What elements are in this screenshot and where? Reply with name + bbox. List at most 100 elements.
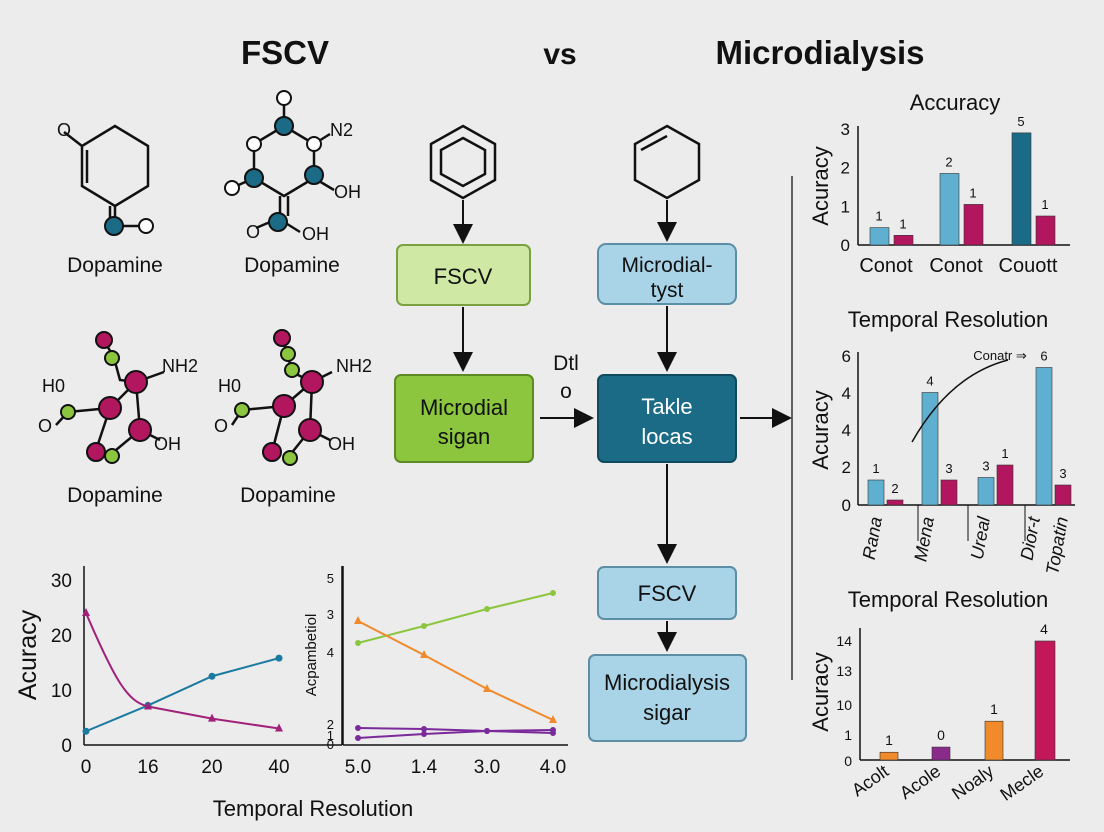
molecule-label-3: Dopamine — [67, 484, 163, 507]
molecule-label-1: Dopamine — [67, 254, 163, 277]
x-tick-label: Acole — [896, 761, 944, 803]
x-tick-label: Acolt — [848, 761, 892, 800]
box-microdial-top-line2: tyst — [651, 279, 684, 302]
bar — [996, 464, 1014, 506]
header-fscv: FSCV — [241, 34, 329, 71]
x-tick-label: 20 — [201, 757, 222, 778]
bar-label: 1 — [969, 185, 976, 200]
data-point — [484, 728, 490, 734]
atom-oh-4: OH — [328, 434, 355, 454]
y-tick-label: 1 — [841, 197, 850, 216]
bar — [886, 499, 904, 506]
molecule-4 — [230, 329, 333, 466]
bar — [1034, 640, 1056, 761]
benzene-icon-left — [429, 124, 497, 200]
annotation-curve — [911, 359, 1009, 443]
bar — [939, 173, 960, 246]
bar-label: 2 — [891, 481, 898, 496]
y-tick-label: 5 — [327, 571, 334, 586]
y-tick-label: 1 — [844, 727, 852, 743]
atom-h0-1: H0 — [42, 376, 65, 396]
y-axis-label: Acuracy — [808, 390, 833, 469]
chart-title: Temporal Resolution — [848, 587, 1049, 612]
box-microdialysis-bottom — [588, 654, 747, 742]
data-point — [275, 723, 283, 732]
y-tick-label: 0 — [841, 236, 850, 255]
data-point — [421, 623, 427, 629]
bar-label: 3 — [1059, 466, 1066, 481]
header-vs: vs — [543, 38, 576, 71]
atom-nh2-2: NH2 — [336, 356, 372, 376]
y-tick-label: 0 — [61, 736, 72, 757]
bar-label: 1 — [875, 209, 882, 224]
atom-n2: N2 — [330, 120, 353, 140]
bar — [867, 479, 885, 506]
data-point — [208, 672, 216, 680]
atom-h0-2: H0 — [218, 376, 241, 396]
y-tick-label: 4 — [842, 421, 851, 440]
bar — [893, 235, 914, 246]
data-point — [483, 684, 491, 692]
data-point — [550, 590, 556, 596]
x-tick-label: Dior-t — [1017, 514, 1044, 561]
bar — [1035, 367, 1053, 506]
x-tick-label: 3.0 — [474, 757, 500, 778]
bar — [940, 479, 958, 506]
x-tick-label: Couott — [999, 255, 1058, 277]
x-tick-label: Noaly — [948, 761, 997, 804]
y-tick-label: 3 — [327, 607, 334, 622]
y-axis-label: Acuracy — [808, 146, 833, 225]
box-center — [597, 374, 737, 463]
box-microdial-signal — [394, 374, 534, 463]
bar-label: 2 — [945, 154, 952, 169]
arrow-label-line1: Dtl — [553, 352, 579, 375]
bar-label: 1 — [1001, 446, 1008, 461]
data-point — [355, 640, 361, 646]
bar-label: 5 — [1017, 114, 1024, 129]
y-tick-label: 10 — [836, 697, 852, 713]
bar-label: 3 — [982, 459, 989, 474]
data-point — [82, 727, 90, 735]
box-fscv-top-label: FSCV — [434, 264, 493, 289]
x-tick-label: Conot — [859, 255, 913, 277]
atom-o: O — [57, 120, 71, 140]
box-microdial-signal-line1: Microdial — [420, 395, 508, 420]
bar — [879, 751, 899, 761]
y-tick-label: 14 — [836, 633, 852, 649]
y-tick-label: 1 — [327, 728, 334, 743]
y-tick-label: 30 — [51, 571, 72, 592]
y-tick-label: 0 — [844, 753, 852, 769]
data-point — [421, 731, 427, 737]
x-tick-label: 16 — [137, 757, 158, 778]
box-center-line2: locas — [641, 424, 692, 449]
x-axis-label: Temporal Resolution — [213, 796, 414, 821]
bar-label: 6 — [1040, 349, 1047, 364]
bar — [1011, 132, 1032, 246]
data-point — [549, 715, 557, 723]
bar-label: 4 — [926, 374, 933, 389]
box-microdial-top — [597, 243, 737, 305]
atom-nh2-1: NH2 — [162, 356, 198, 376]
box-microdialysis-bottom-line2: sigar — [643, 700, 691, 725]
bar — [921, 392, 939, 506]
data-point — [484, 606, 490, 612]
bar — [931, 746, 951, 761]
y-tick-label: 4 — [842, 384, 851, 403]
bar-chart-temporal-resolution-1: Temporal ResolutionAcuracy0244614362313R… — [808, 307, 1075, 576]
bar — [1054, 484, 1072, 506]
series-line — [357, 727, 554, 733]
data-point — [355, 735, 361, 741]
bar-label: 1 — [885, 732, 893, 748]
x-tick-label: Mena — [910, 515, 938, 563]
x-tick-label: Conot — [929, 255, 983, 277]
y-axis-label: Acuracy — [14, 609, 42, 700]
x-tick-label: Mecle — [996, 761, 1047, 805]
data-point — [355, 725, 361, 731]
bar-label: 1 — [990, 701, 998, 717]
data-point — [420, 650, 428, 658]
atom-oh-2: OH — [302, 224, 329, 244]
series-line — [85, 657, 280, 733]
bar — [977, 477, 995, 506]
